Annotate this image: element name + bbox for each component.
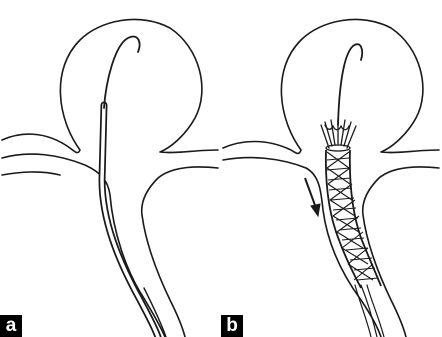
guidewire: [104, 37, 140, 108]
vessel-wall-lower-left: [2, 154, 165, 337]
aneurysm-stent-illustration: [221, 0, 441, 337]
vessel-wall-upper: [2, 19, 218, 152]
panel-b: b: [221, 0, 441, 337]
vessel-wall-inner: [2, 172, 60, 175]
catheter-shaft-outer: [102, 105, 158, 337]
aneurysm-catheter-illustration: [0, 0, 220, 337]
panel-label-a: a: [0, 315, 22, 337]
panel-label-b: b: [221, 315, 243, 337]
vessel-wall-upper: [223, 19, 439, 153]
vessel-wall-lower-right: [142, 167, 218, 337]
vessel-wall-lower-left: [223, 158, 381, 337]
stent-crown: [321, 119, 356, 151]
guidewire: [338, 44, 362, 125]
stent-body: [326, 150, 381, 288]
panel-a: a: [0, 0, 220, 337]
vessel-wall-lower-right: [363, 167, 439, 337]
